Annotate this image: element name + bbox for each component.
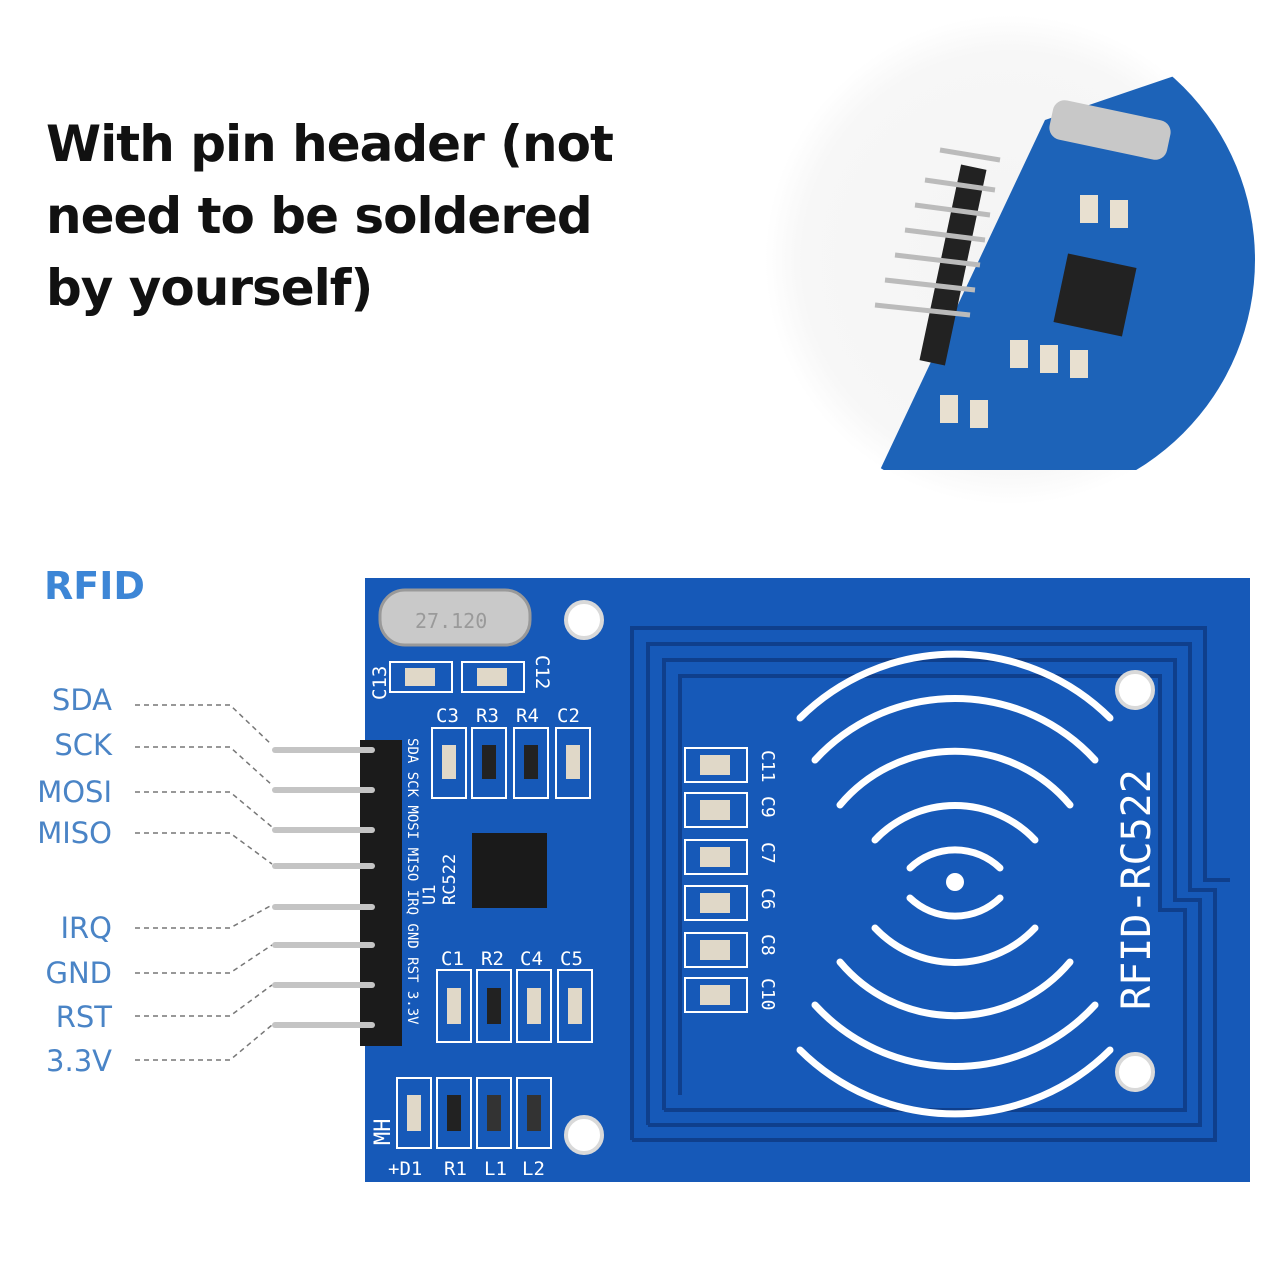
header-silkscreen: SDA SCK MOSI MISO IRQ GND RST 3.3V [404, 738, 420, 1025]
part-label: C8 [757, 934, 778, 956]
part-label: C10 [757, 978, 778, 1011]
headline-line: by yourself) [46, 259, 373, 317]
part-label: +D1 [388, 1158, 422, 1180]
part-label: C4 [520, 948, 543, 970]
part-label: C6 [757, 888, 778, 910]
part-label: R3 [476, 705, 499, 727]
headline: With pin header (not need to be soldered… [46, 108, 614, 324]
part-label: R1 [444, 1158, 467, 1180]
part-label: C11 [757, 750, 778, 783]
pin-label-irq: IRQ [60, 911, 112, 945]
mh-label: MH [371, 1119, 396, 1146]
pin-label-sda: SDA [51, 683, 112, 717]
part-label: C5 [560, 948, 583, 970]
headline-line: need to be soldered [46, 187, 593, 245]
crystal-label: 27.120 [415, 609, 487, 633]
headline-line: With pin header (not [46, 115, 614, 173]
rfid-rc522-board: 27.120 RFID-RC522 RC522 U1 SDA SCK MOSI … [272, 578, 1250, 1182]
pin-label-mosi: MOSI [37, 775, 112, 809]
chip-ref: U1 [420, 885, 440, 905]
pin-label-3v3: 3.3V [46, 1044, 112, 1078]
part-label: R2 [481, 948, 504, 970]
part-label: C3 [436, 705, 459, 727]
chip-label: RC522 [440, 854, 460, 905]
part-label: C9 [757, 796, 778, 818]
part-label: C1 [441, 948, 464, 970]
part-label: L1 [484, 1158, 507, 1180]
part-label: C7 [757, 842, 778, 864]
pin-label-rst: RST [55, 1000, 112, 1034]
pin-label-sck: SCK [54, 728, 112, 762]
pin-label-miso: MISO [37, 816, 112, 850]
pin-leader-lines [135, 704, 273, 1061]
section-label: RFID [44, 564, 145, 608]
pin-label-gnd: GND [45, 956, 113, 990]
part-label: C2 [557, 705, 580, 727]
part-label: L2 [522, 1158, 545, 1180]
board-title: RFID-RC522 [1114, 769, 1160, 1010]
zoom-detail-photo [765, 15, 1255, 505]
part-label: C12 [531, 655, 553, 689]
part-label: R4 [516, 705, 539, 727]
part-label: C13 [369, 666, 391, 700]
